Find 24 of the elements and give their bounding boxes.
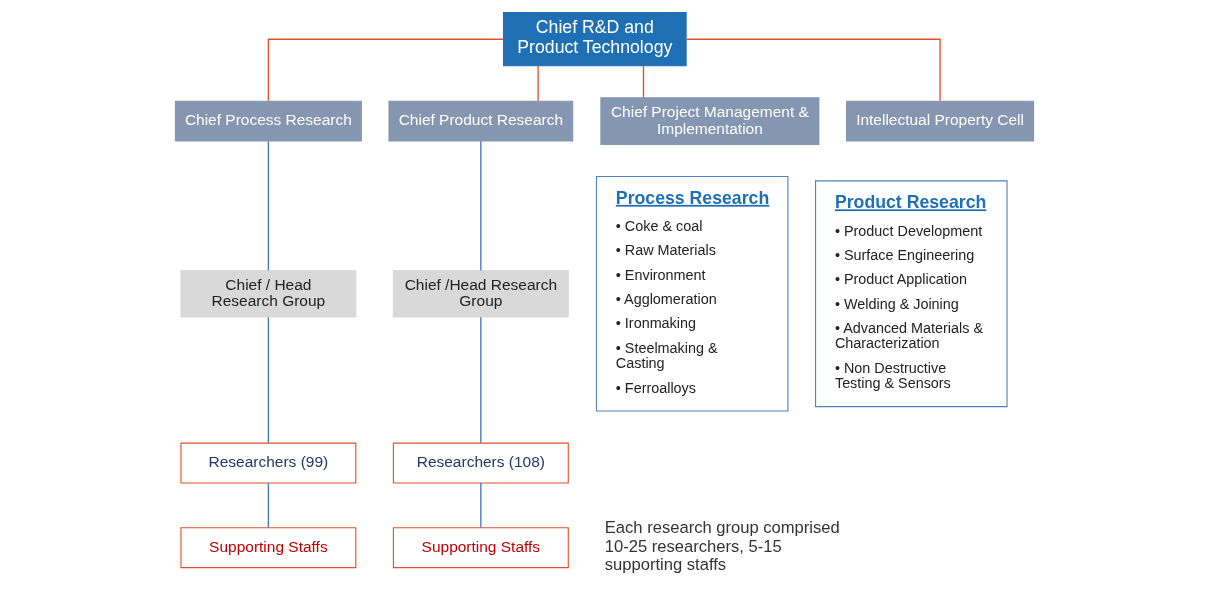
connector [267,316,269,444]
node-box: Researchers (108) [392,442,569,484]
label: Each research group comprised 10-25 researchers, 5-15 supporting staffs [604,517,840,575]
connector [267,482,269,529]
connector [642,65,644,99]
connector [479,140,481,272]
node-box: Supporting Staffs [392,527,569,569]
connector [267,140,269,272]
node-box: Chief R&D and Product Technology [502,12,687,67]
node-box: Intellectual Property Cell [845,100,1034,142]
node-box: Supporting Staffs [179,527,356,569]
node-box: Chief / Head Research Group [179,269,356,318]
connector [479,482,481,529]
node-box: Process Research • Coke & coal • Raw Materials • Environment • Agglomeration • Ironmaking • Steelmaking & Casting • Ferroalloys [595,175,788,412]
connector [536,65,539,102]
node-box: Product Research • Product Development • Surface Engineering • Product Application • Welding & Joining • Advanced Materials & Characterization • Non Destructive Testing & Sensors [814,180,1008,408]
node-box: Chief Project Management & Implementation [599,97,819,145]
connector [479,316,481,444]
node-box: Researchers (99) [179,442,356,484]
node-box: Chief Product Research [387,100,573,142]
connector [685,38,941,102]
connector [267,38,504,102]
node-box: Chief /Head Research Group [392,269,569,318]
node-box: Chief Process Research [174,100,362,142]
